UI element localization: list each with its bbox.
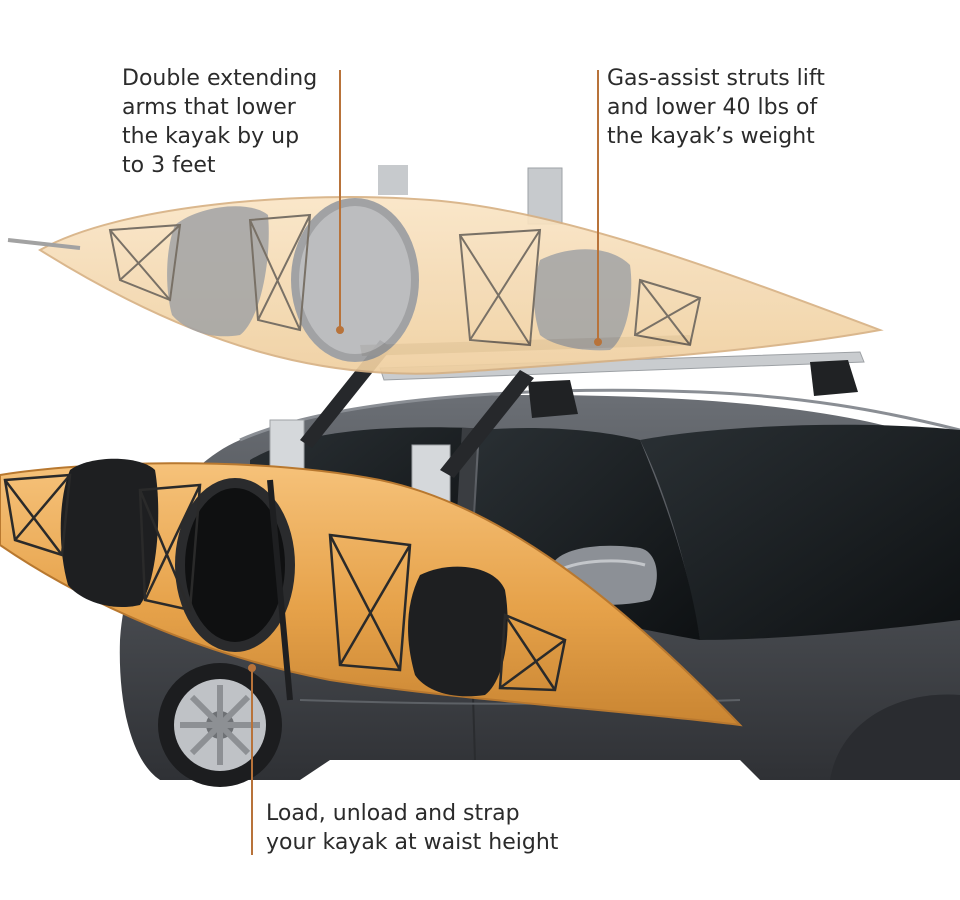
kayak-lowered [0, 458, 743, 727]
windshield [640, 424, 960, 640]
rear-wheel [158, 663, 282, 787]
kayak-pad [60, 458, 159, 608]
rack-foot [810, 360, 858, 396]
leader-dot-struts [594, 338, 602, 346]
kayak-pad [408, 566, 508, 697]
kayak-raised [7, 196, 884, 375]
leader-dot-arms [336, 326, 344, 334]
callout-extending-arms: Double extending arms that lower the kay… [122, 66, 318, 178]
callout-waist-height: Load, unload and strap your kayak at wai… [266, 801, 559, 855]
kayak-pad [534, 249, 632, 351]
kayak-pad [167, 206, 269, 337]
kayak-cockpit [291, 198, 419, 362]
kayak-cockpit [175, 478, 295, 652]
rack-foot [528, 380, 578, 418]
callout-gas-struts: Gas-assist struts lift and lower 40 lbs … [607, 66, 825, 149]
leader-dot-load [248, 664, 256, 672]
roof-rack-crossbar [379, 351, 865, 418]
